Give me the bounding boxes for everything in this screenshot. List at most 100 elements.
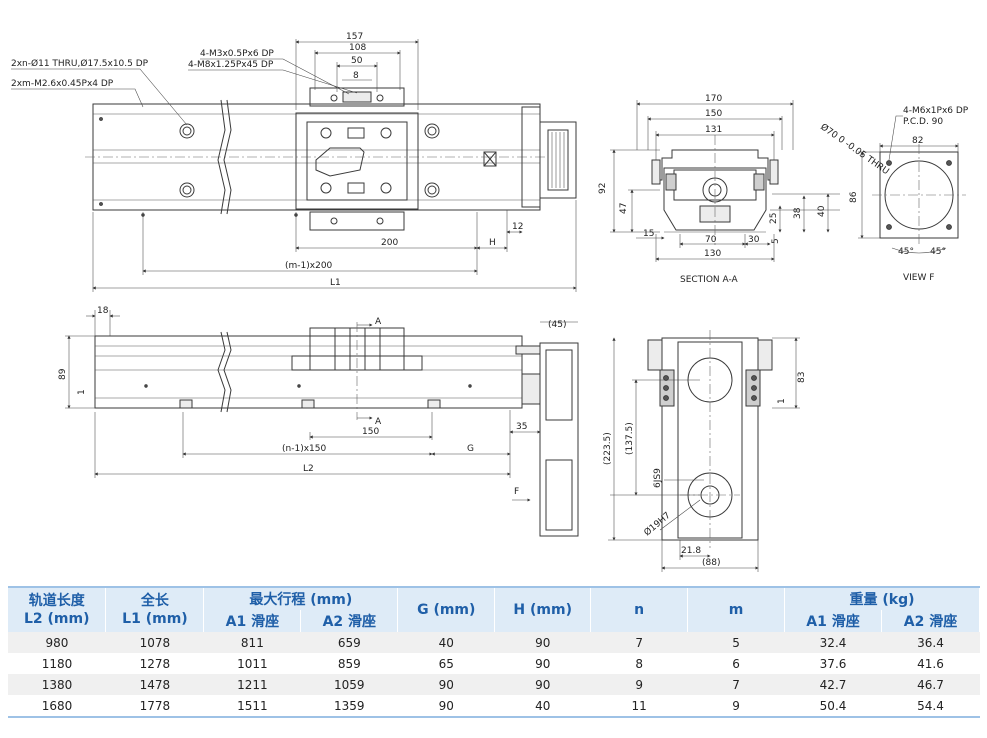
table-cell: 1180 [8,653,106,674]
dim-m-1x200: (m-1)x200 [285,261,333,271]
table-cell: 90 [494,653,591,674]
header-g: G (mm) [397,586,496,632]
table-cell: 1778 [105,695,204,718]
dim-150: 150 [705,109,722,119]
table-cell: 1478 [105,674,204,695]
note-m8: 4-M8x1.25Px45 DP [188,60,274,70]
top-view: 2xn-Ø11 THRU,Ø17.5x10.5 DP 2xm-M2.6x0.45… [11,32,577,292]
table-cell: 1511 [203,695,301,718]
note-m3: 4-M3x0.5Px6 DP [200,49,274,59]
table-cell: 11 [590,695,688,718]
end-view: 83 1 (223.5) (137.5) 6JS9 Ø19H7 21.8 (88… [603,330,807,572]
dim-45: (45) [548,320,566,330]
dim-12: 12 [512,222,523,232]
table-cell: 9 [590,674,688,695]
cut-label-a-bottom: A [375,417,382,427]
dim-82: 82 [912,136,923,146]
dim-L2: L2 [303,464,314,474]
table-cell: 811 [203,632,301,653]
section-body [663,167,767,231]
table-cell: 32.4 [784,632,882,653]
table-cell: 1278 [105,653,204,674]
header-total-length: 全长 L1 (mm) [105,586,205,632]
dim-35: 35 [516,422,527,432]
dim-1-side: 1 [77,389,87,395]
table-cell: 9 [687,695,785,718]
dim-50: 50 [351,56,363,66]
angle-45-right: 45° [930,247,946,257]
spec-table: 轨道长度 L2 (mm) 全长 L1 (mm) 最大行程 (mm) G (mm)… [8,586,980,718]
dim-5: 5 [771,238,781,244]
dim-38: 38 [793,207,803,219]
table-row: 1180 1278 1011 859 65 90 8 6 37.6 41.6 [8,653,980,674]
note-through-hole: 2xn-Ø11 THRU,Ø17.5x10.5 DP [11,58,149,69]
dim-18: 18 [97,306,109,316]
view-f: 82 86 45° 45° 4-M6x1Px6 DP P.C.D. 90 Ø70… [818,106,969,283]
header-max-stroke: 最大行程 (mm) [203,586,399,610]
carriage-recess [315,147,365,177]
header-h: H (mm) [494,586,592,632]
dim-108: 108 [349,43,366,53]
table-cell: 1359 [300,695,398,718]
dim-47: 47 [619,203,629,214]
table-cell: 1011 [203,653,301,674]
table-cell: 40 [397,632,495,653]
table-cell: 5 [687,632,785,653]
table-cell: 1380 [8,674,106,695]
break-line-left [217,99,226,215]
header-weight: 重量 (kg) [784,586,980,610]
dim-223-5: (223.5) [603,432,613,465]
table-cell: 41.6 [881,653,980,674]
table-cell: 90 [494,674,591,695]
view-arrow-F: F [514,487,519,497]
header-rail-length: 轨道长度 L2 (mm) [8,586,107,632]
dim-170: 170 [705,94,722,104]
dim-83: 83 [797,372,807,383]
dim-8: 8 [353,71,359,81]
view-f-title: VIEW F [903,273,934,283]
header-stroke-a2: A2 滑座 [300,610,399,632]
table-cell: 6 [687,653,785,674]
table-row: 980 1078 811 659 40 90 7 5 32.4 36.4 [8,632,980,653]
header-m: m [687,586,786,632]
table-cell: 1078 [105,632,204,653]
table-cell: 7 [687,674,785,695]
mount-hole [179,182,195,198]
dim-21-8: 21.8 [681,546,701,556]
dim-15: 15 [643,229,654,239]
table-cell: 50.4 [784,695,882,718]
table-cell: 8 [590,653,688,674]
side-body-outline [94,335,523,409]
header-n: n [590,586,689,632]
table-cell: 42.7 [784,674,882,695]
dim-n-1x150: (n-1)x150 [282,444,326,454]
dim-L1: L1 [330,278,341,288]
dim-G: G [467,444,474,454]
table-cell: 1680 [8,695,106,718]
table-cell: 36.4 [881,632,980,653]
table-cell: 65 [397,653,495,674]
table-cell: 7 [590,632,688,653]
dim-89: 89 [58,368,68,380]
table-cell: 980 [8,632,106,653]
table-cell: 40 [494,695,591,718]
mount-hole [424,182,440,198]
header-weight-a2: A2 滑座 [881,610,980,632]
technical-drawing: 2xn-Ø11 THRU,Ø17.5x10.5 DP 2xm-M2.6x0.45… [11,32,969,572]
header-weight-a1: A1 滑座 [784,610,882,632]
table-cell: 37.6 [784,653,882,674]
table-row: 1680 1778 1511 1359 90 40 11 9 50.4 54.4 [8,695,980,718]
note-pcd: P.C.D. 90 [903,117,943,127]
note-tapped-hole: 2xm-M2.6x0.45Px4 DP [11,79,114,89]
table-cell: 54.4 [881,695,980,718]
table-cell: 90 [397,695,495,718]
table-cell: 859 [300,653,398,674]
dim-1-end: 1 [777,398,787,404]
table-row: 1380 1478 1211 1059 90 90 9 7 42.7 46.7 [8,674,980,695]
table-cell: 46.7 [881,674,980,695]
table-cell: 1211 [203,674,301,695]
dim-92: 92 [598,183,608,194]
dim-25: 25 [769,213,779,224]
motor-flange [539,121,577,199]
section-title: SECTION A-A [680,275,739,285]
